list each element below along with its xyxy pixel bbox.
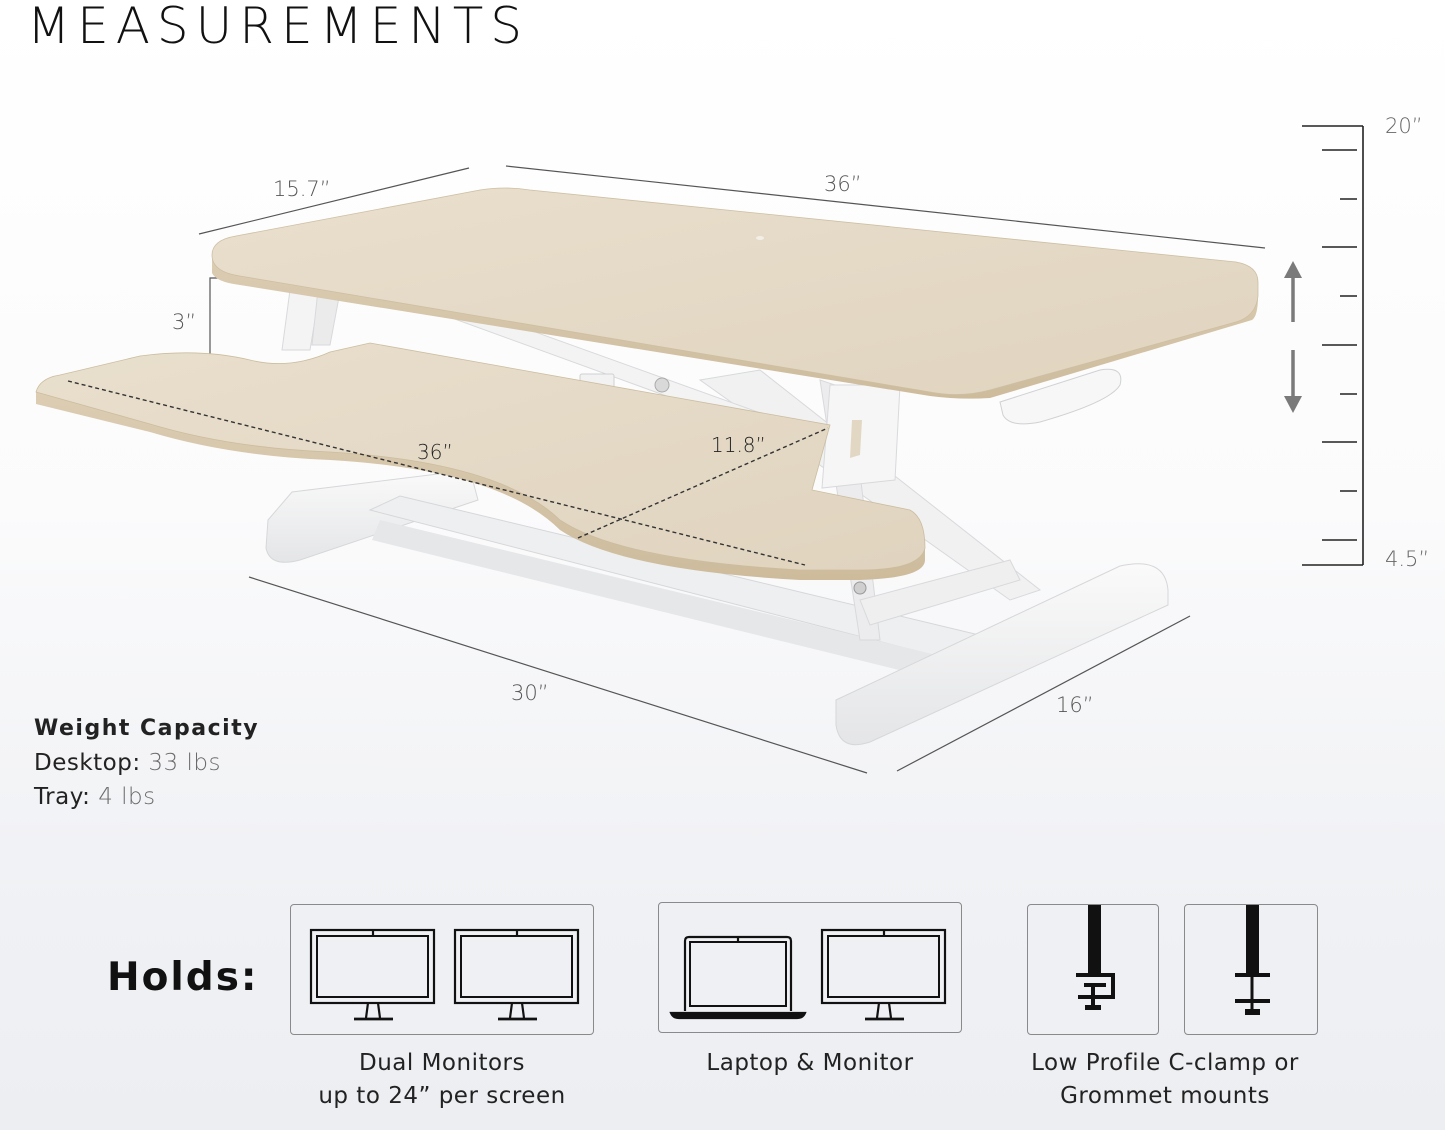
laptop-monitor-caption: Laptop & Monitor [658,1047,962,1080]
desktop-depth-label: 15.7” [273,177,331,201]
desktop-width-label: 36” [824,172,862,196]
caption-line: Laptop & Monitor [706,1050,914,1076]
mounts-caption: Low Profile C-clamp or Grommet mounts [1010,1047,1320,1113]
grommet-card [1184,904,1318,1035]
standing-desk-converter-illustration [35,125,1364,774]
tray-depth-label: 11.8” [711,433,766,457]
monitor-icon [309,928,436,1021]
caption-line: Low Profile C-clamp or [1031,1050,1299,1076]
weight-row-desktop: Desktop: 33 lbs [34,746,259,780]
keyboard-tray [35,342,926,580]
height-max-label: 20” [1385,114,1423,138]
dimension-lines [198,165,1266,774]
caption-line: up to 24” per screen [318,1083,566,1109]
c-clamp-card [1027,904,1159,1035]
base-depth-label: 16” [1056,693,1094,717]
grommet-icon [1235,905,1270,1015]
weight-row-tray: Tray: 4 lbs [34,780,259,814]
laptop-monitor-card [658,902,962,1033]
tray-width-label: 36” [417,440,453,464]
height-scale-ruler [1302,125,1364,566]
up-down-arrow-icon [1284,261,1302,413]
weight-capacity: Weight Capacity Desktop: 33 lbs Tray: 4 … [34,712,259,814]
desktop-surface [211,187,1259,425]
dual-monitors-card [290,904,594,1035]
page-title: MEASUREMENTS [27,0,530,55]
c-clamp-icon [1076,905,1115,1010]
monitor-icon [453,928,580,1021]
weight-row-value: 33 lbs [148,750,221,776]
monitor-icon [820,928,947,1021]
weight-capacity-title: Weight Capacity [34,716,260,741]
weight-row-label: Desktop: [34,750,141,776]
weight-row-label: Tray: [34,784,91,810]
tray-gap-label: 3” [172,310,197,334]
laptop-monitor-icons [669,928,947,1021]
holds-label: Holds: [107,955,259,1000]
caption-line: Dual Monitors [359,1050,525,1076]
laptop-icon [669,935,807,1020]
weight-row-value: 4 lbs [98,784,156,810]
height-min-label: 4.5” [1385,547,1430,571]
monitor-pair-icons [309,928,580,1021]
dual-monitors-caption: Dual Monitors up to 24” per screen [290,1047,594,1113]
caption-line: Grommet mounts [1060,1083,1270,1109]
base-width-label: 30” [511,681,549,705]
